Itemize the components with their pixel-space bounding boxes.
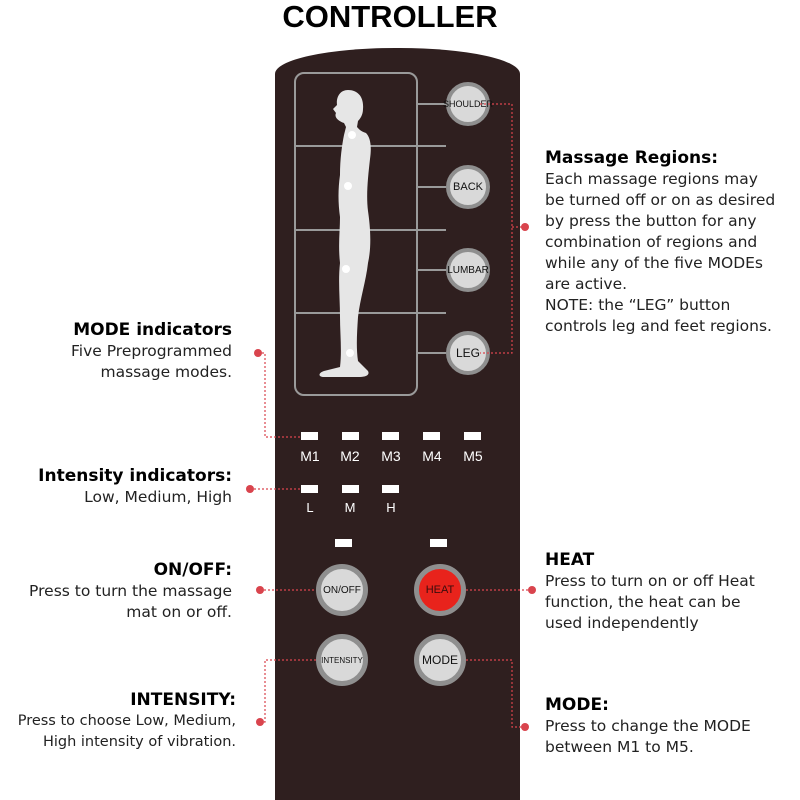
regions-line: Each massage regions may — [545, 170, 758, 188]
intensity-led-low — [301, 485, 318, 493]
intensity-label-medium: M — [344, 500, 356, 515]
intensity-callout: INTENSITY: Press to choose Low, Medium, … — [0, 690, 236, 753]
heat-line: function, the heat can be — [545, 593, 741, 611]
heat-button[interactable]: HEAT — [414, 564, 466, 616]
on-off-button[interactable]: ON/OFF — [316, 564, 368, 616]
intensity-callout-dot — [256, 718, 264, 726]
intensity-indicators-callout-dot — [246, 485, 254, 493]
onoff-heading: ON/OFF: — [153, 560, 232, 580]
mode-indicators-line: massage modes. — [100, 363, 232, 381]
page-title: CONTROLLER — [282, 0, 498, 34]
onoff-callout: ON/OFF: Press to turn the massage mat on… — [5, 560, 232, 623]
heat-heading: HEAT — [545, 550, 595, 570]
mode-led-m4 — [423, 432, 440, 440]
mode-line: between M1 to M5. — [545, 738, 694, 756]
mode-label-m2: M2 — [340, 448, 360, 464]
regions-callout-dot — [521, 223, 529, 231]
mode-label-m3: M3 — [381, 448, 401, 464]
mode-line: Press to change the MODE — [545, 717, 751, 735]
mode-led-m1 — [301, 432, 318, 440]
intensity-indicators-heading: Intensity indicators: — [38, 466, 232, 486]
mode-led-m5 — [464, 432, 481, 440]
heat-callout-dot — [528, 586, 536, 594]
regions-line: NOTE: the “LEG” button — [545, 296, 731, 314]
human-body-figure-icon — [319, 90, 371, 377]
mode-led-m3 — [382, 432, 399, 440]
mode-callout: MODE: Press to change the MODE between M… — [545, 695, 790, 758]
back-button[interactable]: BACK — [446, 165, 490, 209]
heat-led — [430, 539, 447, 547]
intensity-led-medium — [342, 485, 359, 493]
onoff-line: Press to turn the massage — [29, 582, 232, 600]
intensity-label-high: H — [386, 500, 396, 515]
heat-callout: HEAT Press to turn on or off Heat functi… — [545, 550, 790, 634]
mode-heading: MODE: — [545, 695, 609, 715]
regions-line: while any of the five MODEs — [545, 254, 764, 272]
regions-line: by press the button for any — [545, 212, 757, 230]
regions-heading: Massage Regions: — [545, 148, 719, 168]
regions-line: are active. — [545, 275, 628, 293]
intensity-led-high — [382, 485, 399, 493]
mode-callout-dot — [521, 723, 529, 731]
onoff-line: mat on or off. — [126, 603, 232, 621]
mode-label-m5: M5 — [463, 448, 483, 464]
mode-led-m2 — [342, 432, 359, 440]
mode-label-m4: M4 — [422, 448, 442, 464]
heat-line: Press to turn on or off Heat — [545, 572, 755, 590]
regions-line: be turned off or on as desired — [545, 191, 776, 209]
mode-indicators-callout: MODE indicators Five Preprogrammed massa… — [20, 320, 232, 383]
power-led — [335, 539, 352, 547]
mode-label-m1: M1 — [300, 448, 320, 464]
mode-indicators-callout-dot — [254, 349, 262, 357]
mode-button[interactable]: MODE — [414, 634, 466, 686]
regions-line: combination of regions and — [545, 233, 758, 251]
onoff-callout-dot — [256, 586, 264, 594]
mode-indicators-line: Five Preprogrammed — [70, 342, 232, 360]
intensity-label-low: L — [306, 500, 314, 515]
body-region-panel — [294, 72, 418, 396]
lumbar-button[interactable]: LUMBAR — [446, 248, 490, 292]
regions-line: controls leg and feet regions. — [545, 317, 772, 335]
intensity-button[interactable]: INTENSITY — [316, 634, 368, 686]
intensity-line: Press to choose Low, Medium, — [17, 713, 236, 729]
intensity-indicators-callout: Intensity indicators: Low, Medium, High — [20, 466, 232, 508]
heat-line: used independently — [545, 614, 699, 632]
intensity-heading: INTENSITY: — [130, 690, 236, 710]
shoulder-button[interactable]: SHOULDER — [443, 82, 493, 126]
regions-callout: Massage Regions: Each massage regions ma… — [545, 148, 795, 337]
intensity-line: High intensity of vibration. — [42, 734, 236, 750]
intensity-indicators-line: Low, Medium, High — [84, 488, 232, 506]
mode-indicators-heading: MODE indicators — [73, 320, 232, 340]
